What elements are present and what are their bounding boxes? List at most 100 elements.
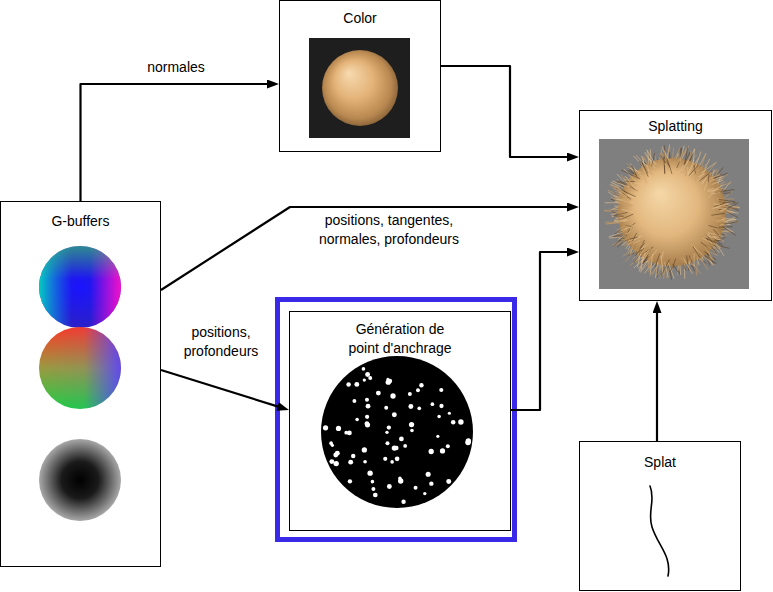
fur-strand <box>661 252 663 259</box>
anchor-point <box>431 402 435 406</box>
anchor-point <box>386 378 389 381</box>
anchor-point <box>354 382 359 387</box>
depth-sphere <box>39 439 121 521</box>
anchor-point <box>348 479 352 483</box>
fur-strand <box>723 192 731 193</box>
flow-arrow <box>81 84 272 201</box>
fur-strand <box>714 204 720 205</box>
fur-strand <box>644 177 647 183</box>
splat-stroke <box>650 486 669 576</box>
fur-strand <box>647 150 656 165</box>
anchor-point <box>385 431 388 434</box>
anchor-point <box>390 460 394 464</box>
fur-strand <box>707 188 714 190</box>
fur-strand <box>712 180 723 184</box>
fur-strand <box>609 237 626 238</box>
fur-strand <box>711 213 725 215</box>
shaded-sphere <box>322 50 398 126</box>
flow-arrow <box>161 207 571 290</box>
flow-arrow <box>511 252 571 410</box>
fur-strand <box>696 260 698 276</box>
fur-strand <box>708 190 716 198</box>
edge-label: normales <box>119 58 233 77</box>
anchor-point <box>368 376 372 380</box>
fur-strand <box>706 248 714 260</box>
fur-strand <box>688 160 694 174</box>
fur-strand <box>683 258 692 274</box>
flow-arrow <box>161 370 281 408</box>
anchor-point <box>395 457 400 462</box>
fur-strand <box>719 226 733 228</box>
fur-strand <box>639 253 645 272</box>
position-sphere <box>39 327 121 409</box>
fur-strand <box>634 183 643 185</box>
fur-strand <box>715 198 734 199</box>
fur-strand <box>616 182 627 186</box>
anchor-point <box>429 481 433 485</box>
fur-strand <box>711 219 728 221</box>
fur-strand <box>691 262 701 274</box>
fur-strand <box>615 218 627 221</box>
fur-strand <box>605 202 620 203</box>
fur-strand <box>630 246 634 252</box>
anchor-point <box>344 431 348 435</box>
flow-arrow <box>441 66 571 157</box>
fur-strand <box>678 152 684 164</box>
fur-strand <box>722 226 736 235</box>
fur-strokes <box>604 146 739 279</box>
fur-strand <box>615 188 631 200</box>
anchor-point <box>384 406 388 410</box>
fur-strand <box>612 213 628 217</box>
anchor-points <box>323 367 471 504</box>
anchor-point <box>465 440 471 446</box>
anchor-point <box>451 420 456 425</box>
fur-strand <box>614 220 626 222</box>
fur-strand <box>641 166 646 173</box>
fur-strand <box>637 251 641 267</box>
position-sphere-shade <box>39 327 121 409</box>
fur-strand <box>713 240 723 241</box>
fur-strand <box>613 235 625 246</box>
fur-strand <box>661 259 669 276</box>
anchor-point <box>419 383 423 387</box>
anchor-point <box>365 421 370 426</box>
fur-strand <box>669 152 671 159</box>
fur-strand <box>705 240 720 247</box>
fur-strand <box>641 160 648 177</box>
fur-strand <box>687 167 689 176</box>
anchor-point <box>408 392 412 396</box>
anchor-point <box>417 407 421 411</box>
fur-strokes <box>604 144 740 279</box>
fur-strand <box>655 262 657 278</box>
node-title: Splatting <box>648 117 702 136</box>
fur-strand <box>682 160 688 171</box>
color-panel <box>309 38 410 138</box>
fur-strand <box>624 178 630 187</box>
anchor-point <box>440 448 445 453</box>
fur-strand <box>619 192 628 197</box>
anchor-point <box>346 382 351 387</box>
fur-strand <box>632 165 638 178</box>
anchor-point <box>410 429 414 433</box>
anchor-point <box>385 441 389 445</box>
fur-strand <box>666 155 672 174</box>
fur-strand <box>664 165 665 173</box>
fur-strand <box>708 174 709 183</box>
anchor-point <box>348 460 353 465</box>
fur-strand <box>697 257 699 265</box>
fur-strand <box>660 155 666 163</box>
fur-strand <box>624 198 632 205</box>
fur-strand <box>712 203 728 209</box>
splat-panel <box>599 139 749 289</box>
anchor-point <box>352 399 356 403</box>
anchor-point <box>373 493 378 498</box>
edge-label: positions, tangentes, normales, profonde… <box>309 211 469 249</box>
fur-strand <box>701 163 716 173</box>
anchor-point <box>366 404 371 409</box>
fur-strand <box>665 262 669 278</box>
normal-sphere-shade <box>39 246 121 328</box>
fur-strand <box>628 195 636 197</box>
